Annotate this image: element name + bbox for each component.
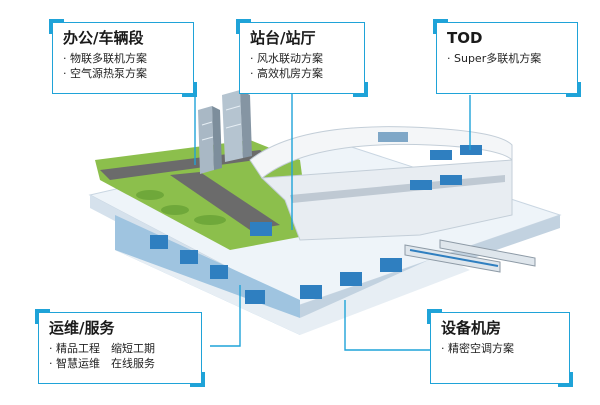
callout-item: · 风水联动方案 <box>250 52 323 65</box>
tower-left-side <box>212 106 222 170</box>
tree-patch <box>161 205 189 215</box>
callout-item: · 空气源热泵方案 <box>63 67 147 80</box>
underground-room <box>300 285 322 299</box>
callout-ops: 运维/服务 · 精品工程 缩短工期 · 智慧运维 在线服务 <box>35 309 205 387</box>
tree-patch <box>136 190 164 200</box>
callout-item: · 精密空调方案 <box>441 342 514 355</box>
callout-item: · 高效机房方案 <box>250 67 323 80</box>
tower-right-side <box>240 90 252 158</box>
underground-room <box>210 265 228 279</box>
callout-item: · 物联多联机方案 <box>63 52 147 65</box>
leader-line-ops <box>210 285 241 347</box>
tree-patch <box>194 215 226 225</box>
tower-left <box>198 106 214 174</box>
callout-station: 站台/站厅 · 风水联动方案 · 高效机房方案 <box>236 19 368 97</box>
station-glass-window <box>440 175 462 185</box>
station-glass-window <box>430 150 452 160</box>
underground-room <box>380 258 402 272</box>
callout-tod: TOD · Super多联机方案 <box>433 19 581 97</box>
callout-plant: 设备机房 · 精密空调方案 <box>427 309 573 387</box>
underground-room <box>150 235 168 249</box>
underground-room <box>245 290 265 304</box>
train <box>439 239 536 267</box>
callout-item: · Super多联机方案 <box>447 52 542 65</box>
station-glass-window <box>410 180 432 190</box>
leader-line-plant <box>344 300 430 351</box>
road <box>170 172 280 230</box>
callout-office: 办公/车辆段 · 物联多联机方案 · 空气源热泵方案 <box>49 19 197 97</box>
callout-title: 办公/车辆段 <box>63 29 144 47</box>
callout-title: 站台/站厅 <box>250 29 316 47</box>
station-glass-window <box>460 145 482 155</box>
callout-title: 设备机房 <box>441 319 502 337</box>
entrance-kiosk <box>250 222 272 236</box>
station-roof-unit <box>378 132 408 142</box>
callout-title: 运维/服务 <box>49 319 115 337</box>
callout-item: · 精品工程 缩短工期 <box>49 342 155 355</box>
callout-title: TOD <box>447 29 483 47</box>
underground-room <box>180 250 198 264</box>
underground-room <box>340 272 362 286</box>
callout-item: · 智慧运维 在线服务 <box>49 357 155 370</box>
